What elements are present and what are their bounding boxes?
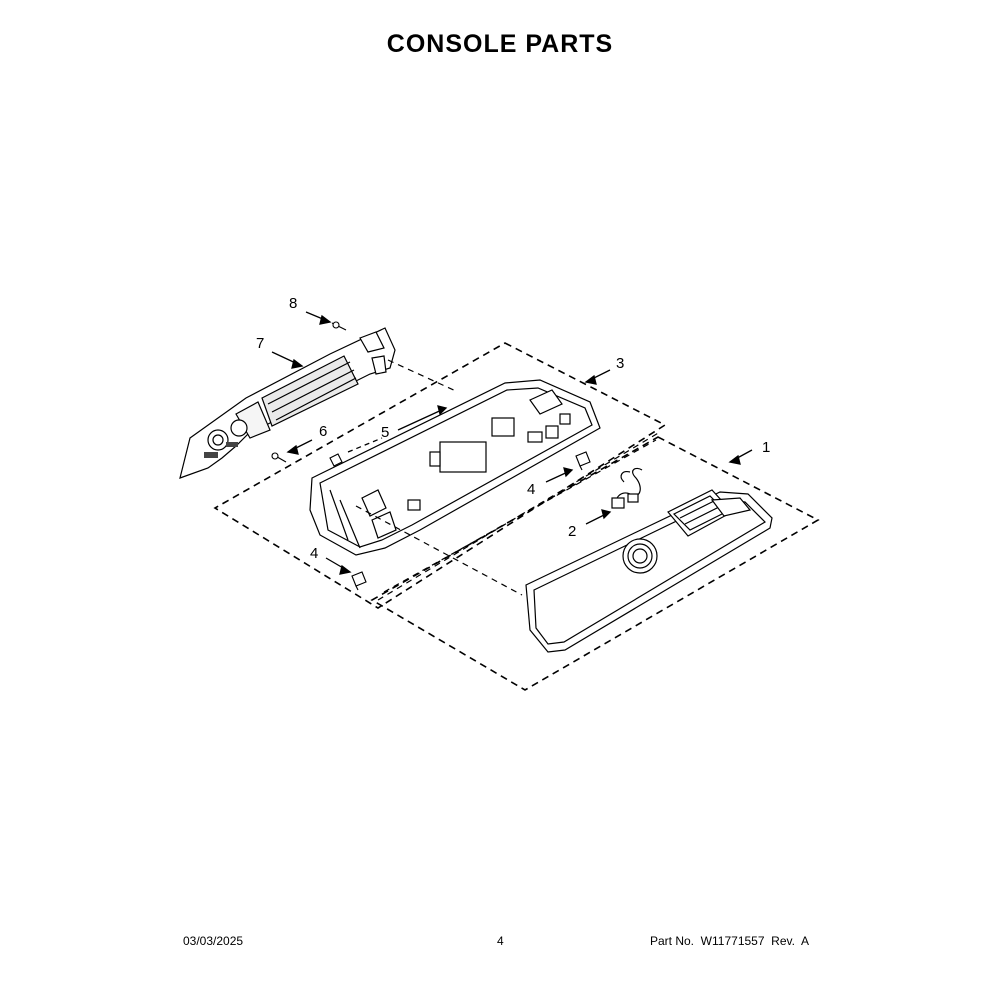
callout-8: 8 [289, 295, 297, 312]
assembly-box-lower [370, 436, 820, 691]
screw-6-part [271, 452, 287, 463]
leader-arrows [271, 311, 753, 575]
callout-5: 5 [381, 424, 389, 441]
callout-7: 7 [256, 335, 264, 352]
clip-4-upper-part [575, 451, 591, 471]
callout-4-lower: 4 [310, 545, 318, 562]
page-title: CONSOLE PARTS [386, 30, 614, 58]
footer-part-number: Part No. W11771557 Rev. A [650, 934, 809, 948]
clip-4-lower-part [351, 571, 367, 591]
assembly-box-upper [213, 342, 667, 609]
footer-date: 03/03/2025 [183, 934, 244, 948]
callout-3: 3 [616, 355, 624, 372]
callout-6: 6 [319, 423, 327, 440]
clip-5-part [329, 453, 343, 467]
callout-2: 2 [568, 523, 576, 540]
alignment-lines [355, 359, 661, 601]
footer-page-number: 4 [497, 934, 504, 948]
console-housing-part [309, 379, 601, 556]
wire-harness-part [611, 467, 643, 509]
control-panel-part [525, 489, 773, 653]
rear-cover-part [179, 327, 396, 479]
callout-1: 1 [762, 439, 770, 456]
screw-8-part [331, 321, 347, 331]
callout-4-upper: 4 [527, 481, 535, 498]
